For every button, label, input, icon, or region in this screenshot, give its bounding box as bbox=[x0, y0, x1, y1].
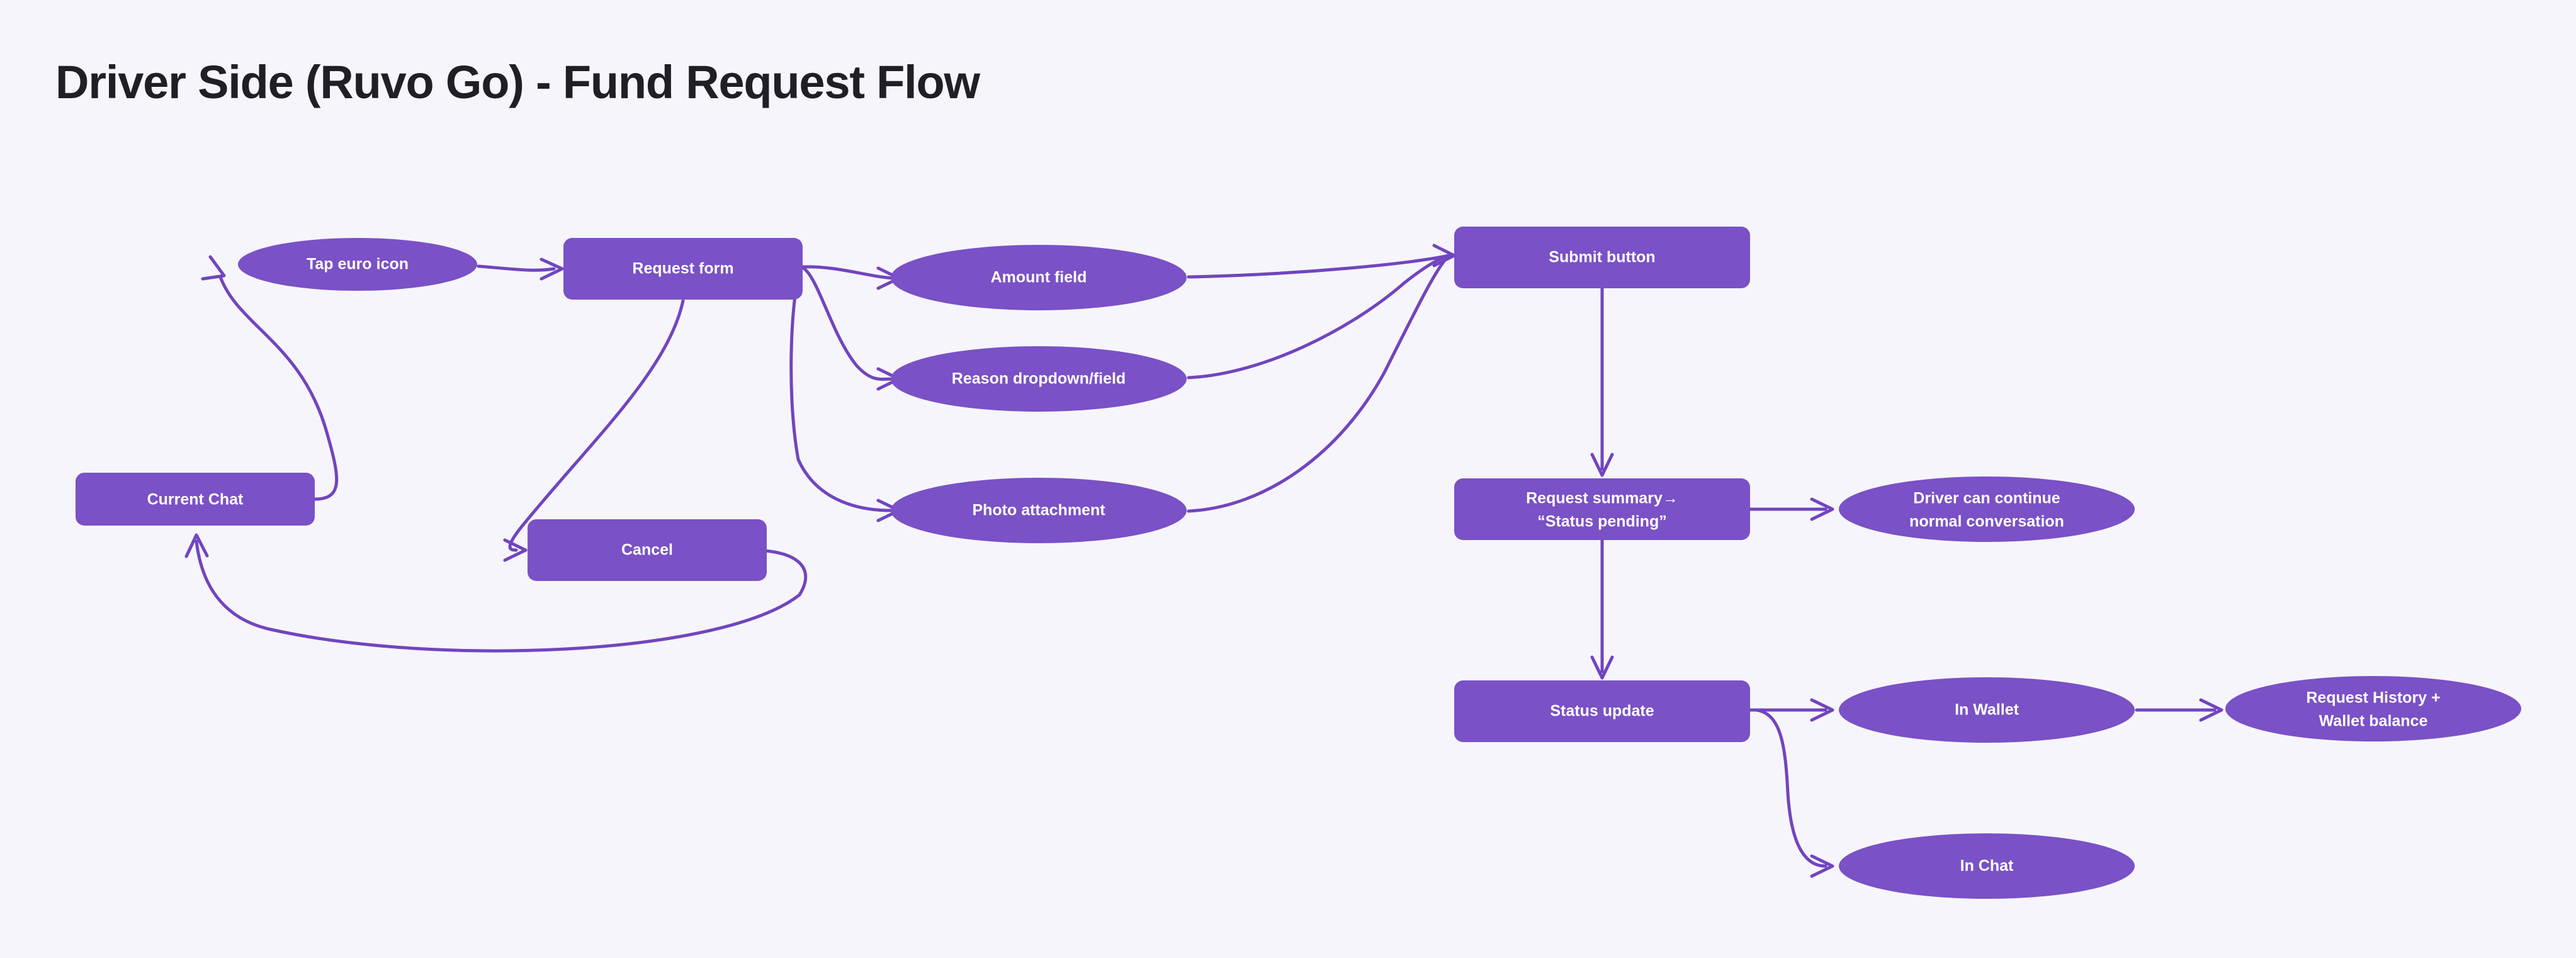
node-submit-button[interactable]: Submit button bbox=[1454, 227, 1750, 288]
edge-reason-field-to-submit-button bbox=[1187, 254, 1451, 380]
node-reason-field-label: Reason dropdown/field bbox=[952, 370, 1126, 388]
node-photo-attachment[interactable]: Photo attachment bbox=[891, 478, 1187, 543]
node-amount-field-label: Amount field bbox=[991, 269, 1087, 286]
node-current-chat-shape[interactable] bbox=[76, 473, 315, 526]
edge-request-summary-to-driver-continue bbox=[1748, 497, 1834, 521]
edge-status-update-to-in-wallet bbox=[1748, 698, 1834, 722]
node-request-history-shape[interactable] bbox=[2225, 676, 2521, 741]
node-request-form-shape[interactable] bbox=[563, 238, 803, 300]
node-current-chat[interactable]: Current Chat bbox=[76, 473, 315, 526]
node-current-chat-label: Current Chat bbox=[147, 491, 244, 509]
edge-request-form-to-cancel bbox=[503, 299, 685, 562]
node-in-chat-label: In Chat bbox=[1960, 857, 2014, 875]
node-in-chat[interactable]: In Chat bbox=[1839, 833, 2135, 899]
node-amount-field-shape[interactable] bbox=[891, 245, 1187, 310]
page-title: Driver Side (Ruvo Go) - Fund Request Flo… bbox=[55, 56, 980, 108]
edge-status-update-to-in-chat bbox=[1754, 708, 1834, 878]
node-request-summary-label-line1: Request summary→ bbox=[1526, 490, 1678, 507]
edge-in-wallet-to-request-history bbox=[2135, 698, 2223, 722]
node-submit-button-label: Submit button bbox=[1549, 249, 1655, 266]
node-request-history-label-line1: Request History + bbox=[2306, 689, 2440, 707]
node-in-wallet-shape[interactable] bbox=[1839, 677, 2135, 743]
node-request-summary-label-line2: “Status pending” bbox=[1537, 513, 1667, 531]
node-photo-attachment-shape[interactable] bbox=[891, 478, 1187, 543]
node-status-update[interactable]: Status update bbox=[1454, 680, 1750, 742]
node-driver-continue-shape[interactable] bbox=[1839, 476, 2135, 542]
edge-amount-field-to-submit-button bbox=[1187, 254, 1450, 279]
node-in-wallet-label: In Wallet bbox=[1955, 701, 2020, 719]
node-reason-field[interactable]: Reason dropdown/field bbox=[891, 346, 1187, 412]
node-request-form-label: Request form bbox=[632, 260, 733, 278]
node-in-wallet[interactable]: In Wallet bbox=[1839, 677, 2135, 743]
node-status-update-label: Status update bbox=[1550, 702, 1654, 720]
node-tap-euro-icon-label: Tap euro icon bbox=[307, 256, 409, 273]
edge-submit-button-to-request-summary bbox=[1590, 286, 1614, 477]
edge-request-summary-to-status-update bbox=[1590, 538, 1614, 680]
edge-tap-euro-to-request-form bbox=[477, 257, 564, 281]
node-in-chat-shape[interactable] bbox=[1839, 833, 2135, 899]
node-cancel-shape[interactable] bbox=[528, 519, 767, 581]
node-cancel-label: Cancel bbox=[621, 541, 673, 559]
node-request-history[interactable]: Request History + Wallet balance bbox=[2225, 676, 2521, 741]
node-status-update-shape[interactable] bbox=[1454, 680, 1750, 742]
edge-cancel-to-current-chat bbox=[184, 533, 808, 653]
edge-current-chat-to-tap-euro bbox=[201, 255, 339, 501]
node-layer: Current Chat Tap euro icon Request form … bbox=[76, 227, 2521, 899]
node-tap-euro-icon-shape[interactable] bbox=[238, 238, 477, 291]
node-driver-continue-label-line1: Driver can continue bbox=[1913, 490, 2060, 507]
edge-layer bbox=[184, 244, 2223, 878]
node-submit-button-shape[interactable] bbox=[1454, 227, 1750, 288]
node-reason-field-shape[interactable] bbox=[891, 346, 1187, 412]
node-request-form[interactable]: Request form bbox=[563, 238, 803, 300]
edge-photo-attachment-to-submit-button bbox=[1187, 244, 1456, 513]
edge-request-form-to-photo-attachment bbox=[789, 266, 901, 522]
node-tap-euro-icon[interactable]: Tap euro icon bbox=[238, 238, 477, 291]
node-request-summary[interactable]: Request summary→ “Status pending” bbox=[1454, 478, 1750, 540]
node-request-summary-shape[interactable] bbox=[1454, 478, 1750, 540]
node-photo-attachment-label: Photo attachment bbox=[972, 502, 1105, 519]
node-request-history-label-line2: Wallet balance bbox=[2319, 713, 2428, 730]
node-driver-continue[interactable]: Driver can continue normal conversation bbox=[1839, 476, 2135, 542]
node-driver-continue-label-line2: normal conversation bbox=[1909, 513, 2064, 531]
node-cancel[interactable]: Cancel bbox=[528, 519, 767, 581]
node-amount-field[interactable]: Amount field bbox=[891, 245, 1187, 310]
